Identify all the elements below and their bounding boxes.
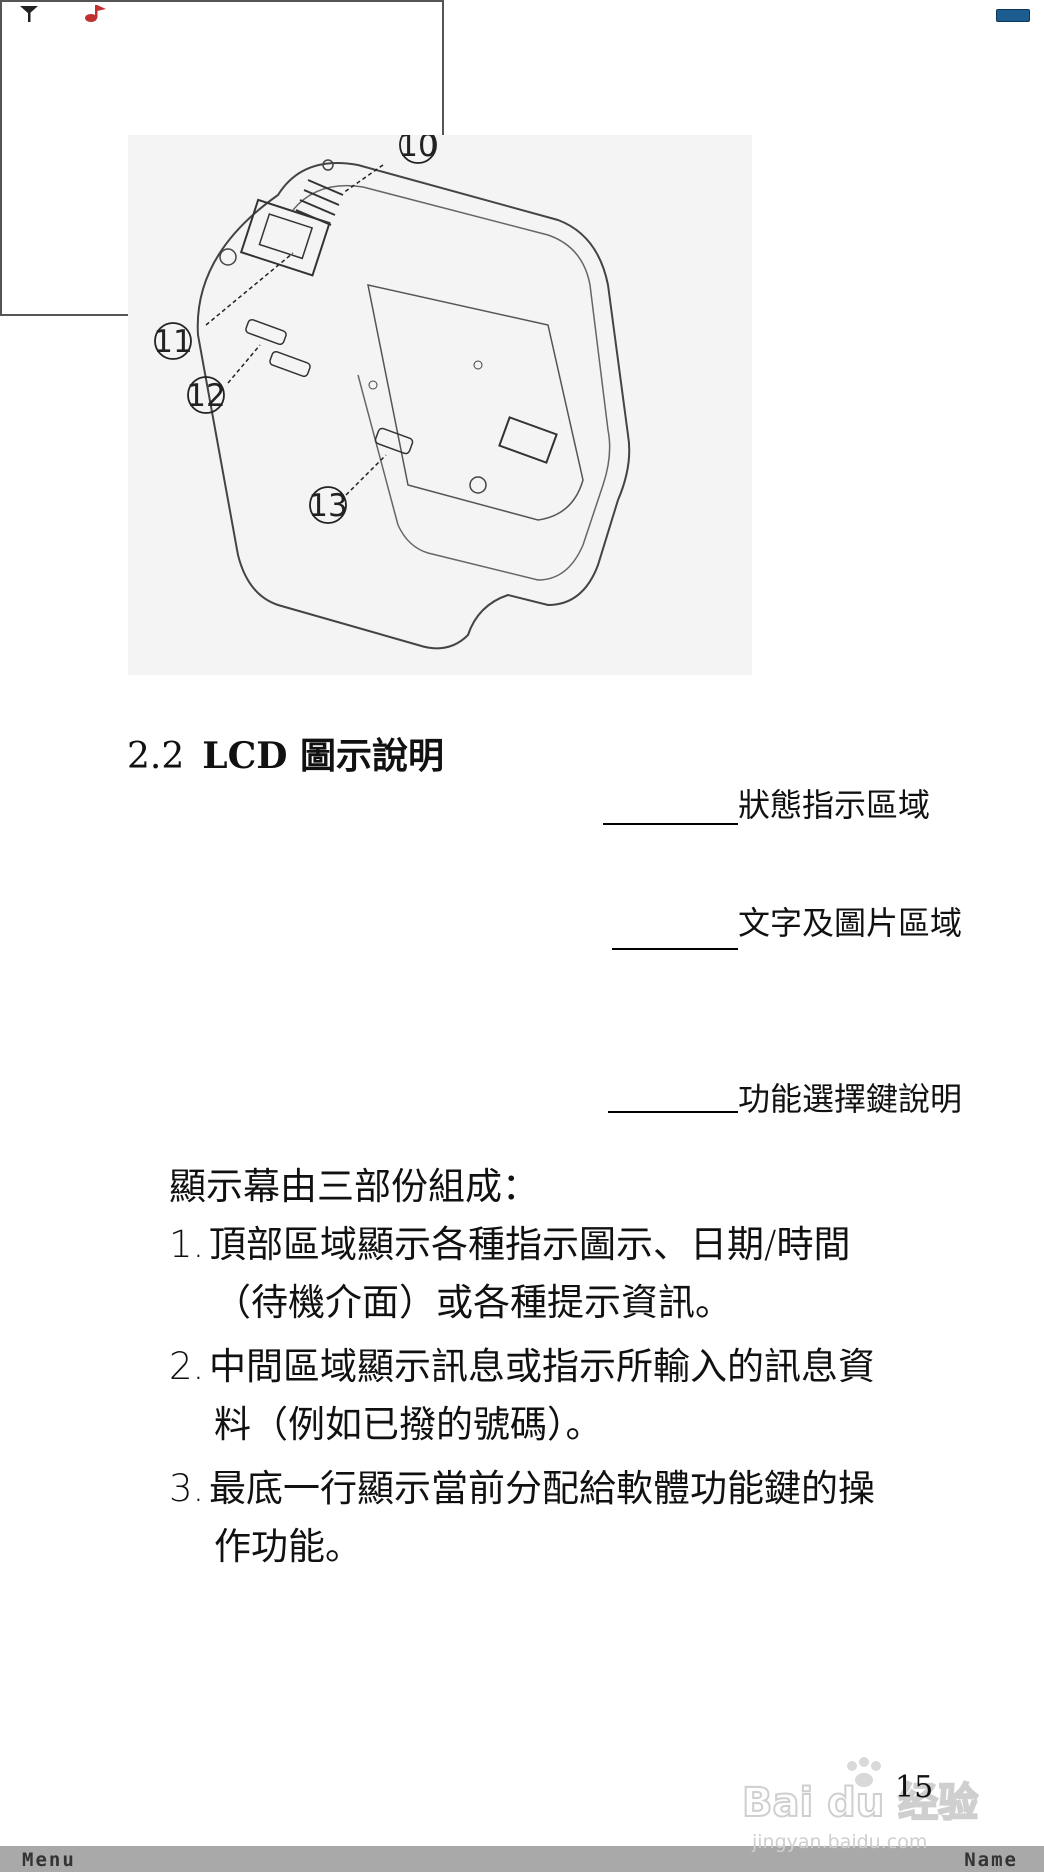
callout-11: 11 <box>153 322 193 360</box>
label-text-area: 文字及圖片區域 <box>738 904 963 942</box>
watermark-url: jingyan.baidu.com <box>751 1831 927 1853</box>
list-item-text: 中間區域顯示訊息或指示所輸入的訊息資 <box>209 1345 875 1388</box>
section-heading: 2.2 LCD 圖示說明 <box>127 727 444 779</box>
list-item-number: 3. <box>169 1467 205 1510</box>
list-item-text: 頂部區域顯示各種指示圖示、日期/時間 <box>209 1223 851 1266</box>
callout-13: 13 <box>308 486 348 524</box>
music-note-icon <box>85 5 106 22</box>
softkey-right-label: Name <box>964 1849 1018 1871</box>
softkey-bar: Menu Name <box>0 1846 1044 1872</box>
leader-line-text <box>612 948 738 950</box>
list-item-3-continued: 作功能。 <box>214 1525 362 1568</box>
page-number: 15 <box>895 1770 934 1805</box>
phone-back-illustration: 10 11 12 13 <box>128 135 752 675</box>
section-title: LCD 圖示說明 <box>202 735 444 777</box>
section-number: 2.2 <box>127 736 185 777</box>
signal-icon <box>20 6 38 22</box>
callout-12: 12 <box>186 376 226 414</box>
list-item-number: 1. <box>169 1223 205 1266</box>
leader-line-softkey <box>608 1111 738 1113</box>
list-item-2-continued: 料（例如已撥的號碼）。 <box>214 1403 603 1446</box>
intro-text: 顯示幕由三部份組成： <box>169 1165 539 1208</box>
list-item-number: 2. <box>169 1345 205 1388</box>
label-softkey-area: 功能選擇鍵說明 <box>738 1080 963 1118</box>
callout-10: 10 <box>398 135 438 164</box>
list-item-1-continued: （待機介面）或各種提示資訊。 <box>214 1281 732 1324</box>
list-item-2: 2.中間區域顯示訊息或指示所輸入的訊息資 <box>169 1336 875 1390</box>
svg-text:13: 13 <box>308 488 347 524</box>
baidu-watermark-logo: Bai du 经验 jingyan.baidu.com <box>742 1757 979 1853</box>
watermark-brand: Bai du 经验 <box>742 1780 978 1826</box>
softkey-left-label: Menu <box>22 1849 76 1871</box>
list-item-1: 1.頂部區域顯示各種指示圖示、日期/時間 <box>169 1214 850 1268</box>
list-item-text: 最底一行顯示當前分配給軟體功能鍵的操 <box>209 1467 875 1510</box>
svg-text:10: 10 <box>398 135 437 164</box>
label-status-area: 狀態指示區域 <box>738 786 931 824</box>
list-item-3: 3.最底一行顯示當前分配給軟體功能鍵的操 <box>169 1458 875 1512</box>
svg-text:11: 11 <box>153 324 192 360</box>
svg-text:12: 12 <box>186 378 225 414</box>
leader-line-status <box>603 823 738 825</box>
battery-icon <box>996 9 1030 22</box>
